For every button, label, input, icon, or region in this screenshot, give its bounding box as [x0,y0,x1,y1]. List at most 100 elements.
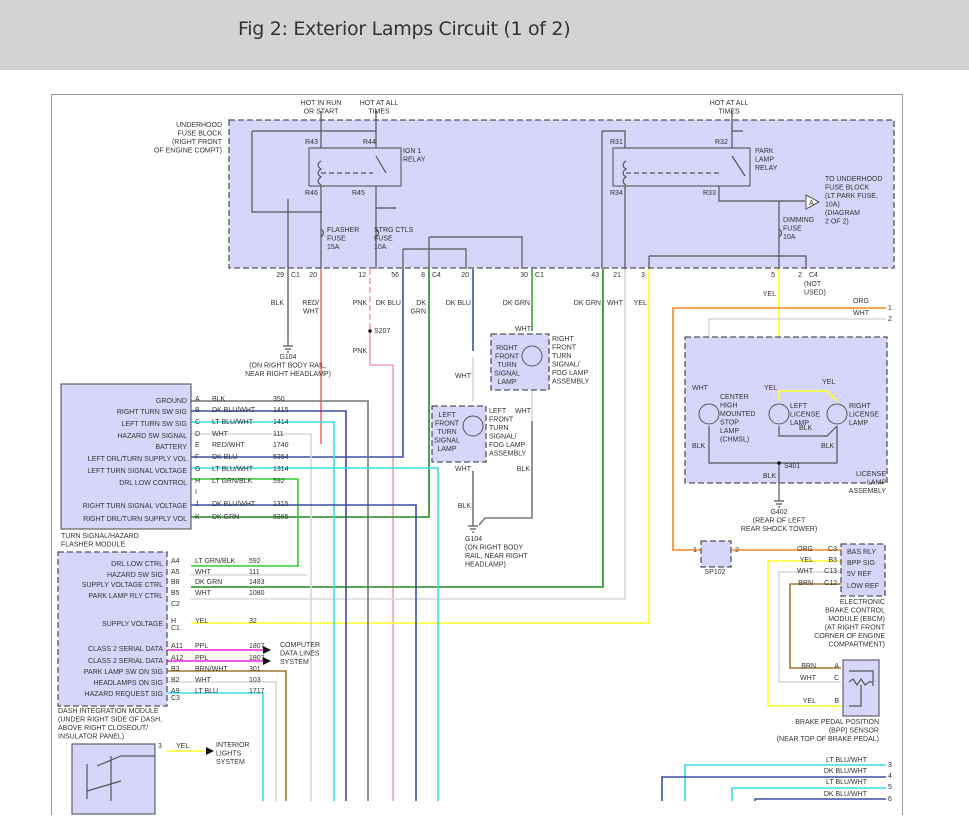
wire-color-label: DK GRN [195,579,222,586]
circuit-number: 1314 [273,466,289,473]
dim-title: (UNDER RIGHT SIDE OF DASH, [58,717,162,724]
wire-color-label: WHT [195,590,212,597]
wire-color-label: BRN [801,663,816,670]
s401-splice-label: S401 [784,463,800,470]
right-license-lamp-label: LAMP [849,420,868,427]
wire-color-label: BLK [763,473,777,480]
diagram-labels: UNDERHOOD FUSE BLOCK (RIGHT FRONT OF ENGINE… [58,100,892,803]
left-front-lamp-inner-label: LEFT [438,412,456,419]
pin-letter: A4 [171,558,180,565]
connector-label: C4 [809,272,818,279]
not-used-label: (NOT [804,281,822,288]
flasher-pin-label: LEFT TURN SW SIG [122,421,187,428]
right-license-lamp-label: RIGHT [849,403,872,410]
wire-color-label: DK BLU [212,454,237,461]
right-front-assembly-label: FRONT [552,345,577,352]
wire-color-label: DK BLU [376,300,401,307]
g402-ground-label: G402 [770,509,787,516]
right-front-assembly-label: RIGHT [552,336,575,343]
circuit-number: 1717 [249,688,265,695]
wire-color-label: RED/WHT [212,442,245,449]
r31-label: R31 [610,139,623,146]
interior-lights-label: LIGHTS [216,751,242,758]
pin-number: 3 [158,743,162,750]
wire-color-label: BRN/WHT [195,666,228,673]
fuse-block-label: (RIGHT FRONT [172,139,223,146]
pin-letter: C [195,419,200,426]
to-underhood-label: FUSE BLOCK [825,185,870,192]
pin-letter: B [195,407,200,414]
s207-splice-label: S207 [374,328,390,335]
pin-number: 21 [613,272,621,279]
pin-letter: A12 [171,655,184,662]
wire-color-label: DK BLU [446,300,471,307]
wire-color-label: DK GRN [212,514,239,521]
pin-letter: A11 [171,643,183,650]
left-license-lamp-label: LAMP [790,420,809,427]
right-front-lamp-inner-label: FRONT [495,354,520,361]
fuse-block-label: UNDERHOOD [176,122,222,129]
wire-color-label: YEL [195,618,208,625]
circuit-number: 32 [249,618,257,625]
pin-number: 3 [641,272,645,279]
park-lamp-relay-label: LAMP [755,157,774,164]
wire-color-label: WHT [455,466,472,473]
pin-number: 20 [461,272,469,279]
ebcm-title: (AT RIGHT FRONT [825,625,886,632]
circuit-number: 1807 [249,643,265,650]
right-front-lamp-inner-label: SIGNAL [494,371,520,378]
pin-letter: C3 [828,546,837,553]
circuit-number: 1315 [273,501,289,508]
sp102-splice-pack [700,540,732,568]
wire-color-label: DK BLU/WHT [824,791,868,798]
wire-color-label: LT BLU/WHT [826,779,868,786]
pin-letter: C1 [171,625,180,632]
chmsl-label: MOUNTED [720,411,755,418]
left-front-lamp-inner-label: FRONT [435,421,460,428]
wire-color-label: BLK [458,503,472,510]
wire-color-label: WHT [607,300,624,307]
dim-title: ABOVE RIGHT CLOSEOUT/ [58,725,148,732]
wire-color-label: WHT [455,373,472,380]
wire-color-label: BLK [271,300,285,307]
wire-color-label: ORG [797,546,813,553]
dim-pin-label: HAZARD SW SIG [107,572,163,579]
wire-color-label: WHT [195,677,212,684]
not-used-label: USED) [804,290,826,297]
wire-color-label: DK BLU/WHT [824,768,868,775]
circuit-number: 1740 [273,442,289,449]
pin-letter: I [195,489,197,496]
fuse-block-label: OF ENGINE COMPT) [154,148,222,155]
wire-color-label: LT GRN/BLK [195,558,236,565]
strg-ctls-fuse-label: 10A [374,244,387,251]
license-assembly-title: LAMP [867,480,886,487]
wire-color-label: BLK [517,466,531,473]
pin-letter: C3 [171,695,180,702]
wire-color-label: WHT [195,569,212,576]
circuit-number: 111 [249,569,260,576]
circuit-number: 111 [273,431,284,438]
park-lamp-relay-label: RELAY [755,165,778,172]
pin-number: 43 [591,272,599,279]
chmsl-label: HIGH [720,403,738,410]
wire-color-label: DK BLU/WHT [212,407,256,414]
left-front-turn-lamp [431,405,487,463]
flasher-module [60,383,192,530]
ebcm-title: ELECTRONIC [840,599,885,606]
flasher-fuse-label: FLASHER [327,227,359,234]
flasher-pin-label: HAZARD SW SIGNAL [117,433,187,440]
dim-pin-label: HEADLAMPS ON SIG [93,680,163,687]
wire-color-label: WHT [853,310,870,317]
wire-color-label: BLK [692,443,706,450]
wire-color-label: WHT [515,326,532,333]
computer-data-lines-label: COMPUTER [280,642,320,649]
ebcm-pin-label: LOW REF [847,583,879,590]
bpp-sensor-title: (BPP) SENSOR [829,728,879,735]
right-front-assembly-label: SIGNAL/ [552,362,580,369]
computer-data-lines-label: DATA LINES [280,651,320,658]
ebcm-pin-label: BPP SIG [847,560,875,567]
right-front-lamp-inner-label: LAMP [497,379,516,386]
pin-number: 20 [309,272,317,279]
dim-pin-label: HAZARD REQUEST SIG [85,691,163,698]
dim-pin-label: PARK LAMP RLY CTRL [88,593,163,600]
